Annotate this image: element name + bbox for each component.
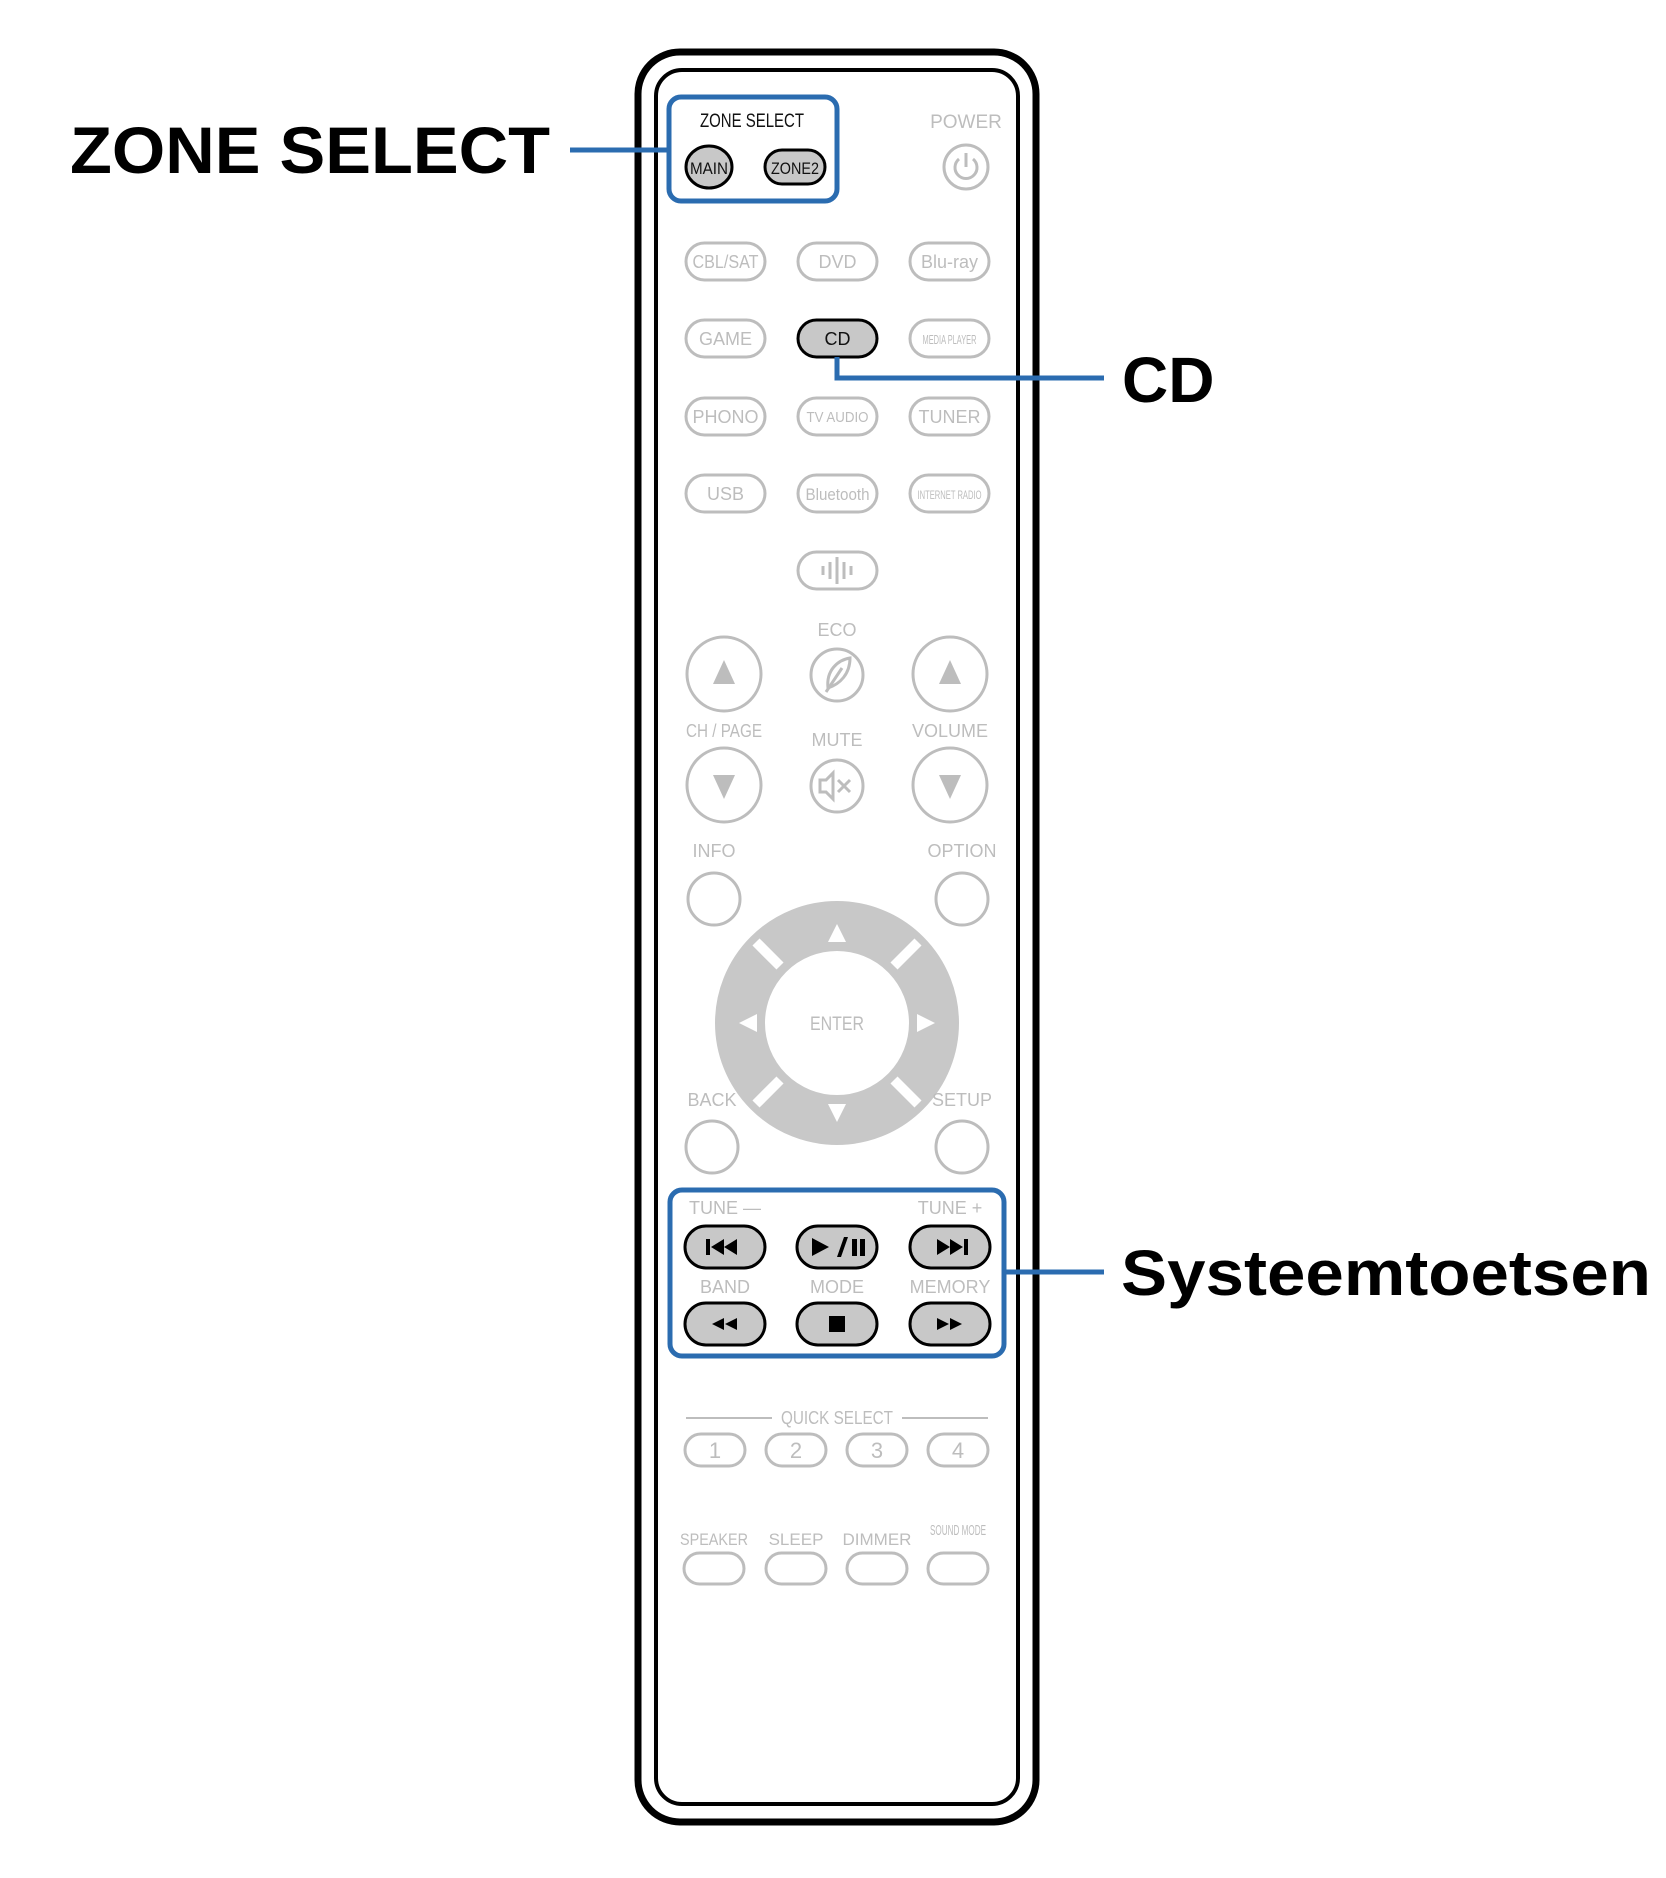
mode-label: MODE bbox=[810, 1277, 864, 1297]
quick-select-button-3[interactable] bbox=[845, 1432, 909, 1468]
stop-icon bbox=[829, 1316, 845, 1332]
callout-zone-select: ZONE SELECT bbox=[70, 113, 550, 187]
ch-page-label: CH / PAGE bbox=[686, 721, 762, 741]
source-button-cbl-sat[interactable] bbox=[684, 241, 767, 282]
source-button-label: USB bbox=[707, 484, 744, 504]
skip-forward-icon bbox=[937, 1239, 968, 1255]
quick-select-button-4[interactable] bbox=[926, 1432, 990, 1468]
source-button-media-player[interactable] bbox=[908, 318, 991, 359]
play-pause-icon bbox=[812, 1237, 865, 1257]
quick-select-button-label: 1 bbox=[709, 1438, 721, 1463]
mute-icon bbox=[818, 769, 852, 803]
back-label: BACK bbox=[687, 1090, 736, 1110]
source-button-label: CD bbox=[825, 329, 851, 349]
sleep-button[interactable] bbox=[764, 1551, 828, 1586]
down-triangle-icon bbox=[939, 775, 961, 799]
power-label: POWER bbox=[930, 112, 1002, 133]
source-button-phono[interactable] bbox=[684, 396, 767, 437]
source-button-blu-ray[interactable] bbox=[908, 241, 991, 282]
source-button-label: INTERNET RADIO bbox=[918, 488, 982, 502]
up-triangle-icon bbox=[713, 660, 735, 684]
source-button-label: DVD bbox=[818, 252, 856, 272]
speaker-label: SPEAKER bbox=[680, 1530, 748, 1549]
option-label: OPTION bbox=[927, 841, 996, 861]
down-triangle-icon bbox=[713, 775, 735, 799]
tune-minus-label: TUNE — bbox=[689, 1198, 761, 1218]
setup-button[interactable] bbox=[934, 1119, 990, 1175]
source-button-label: TUNER bbox=[919, 407, 981, 427]
band-label: BAND bbox=[700, 1277, 750, 1297]
dimmer-button[interactable] bbox=[845, 1551, 909, 1586]
source-buttons: CBL/SAT DVD Blu-ray GAME CD MEDIA PLAYER… bbox=[684, 241, 991, 514]
option-button[interactable] bbox=[934, 871, 990, 927]
skip-back-icon bbox=[706, 1239, 737, 1255]
cursor-left-button[interactable] bbox=[739, 1014, 757, 1032]
source-button-label: PHONO bbox=[692, 407, 758, 427]
play-pause-button[interactable] bbox=[795, 1224, 879, 1270]
sound-mode-label: SOUND MODE bbox=[930, 1522, 986, 1539]
source-button-usb[interactable] bbox=[684, 473, 767, 514]
back-button[interactable] bbox=[684, 1119, 740, 1175]
quick-select-button-label: 3 bbox=[871, 1438, 883, 1463]
source-button-tv-audio[interactable] bbox=[796, 396, 879, 437]
quick-select-label: QUICK SELECT bbox=[781, 1408, 893, 1428]
sleep-label: SLEEP bbox=[769, 1530, 824, 1549]
eco-label: ECO bbox=[817, 620, 856, 640]
info-button[interactable] bbox=[686, 871, 742, 927]
waveform-icon bbox=[821, 557, 853, 584]
cursor-down-button[interactable] bbox=[828, 1104, 846, 1122]
cursor-right-button[interactable] bbox=[917, 1014, 935, 1032]
enter-button[interactable] bbox=[793, 979, 881, 1067]
source-button-label: GAME bbox=[699, 329, 752, 349]
source-button-game[interactable] bbox=[684, 318, 767, 359]
zone2-button[interactable] bbox=[763, 148, 827, 186]
speaker-button[interactable] bbox=[682, 1551, 746, 1586]
rewind-icon bbox=[712, 1318, 737, 1330]
source-button-dvd[interactable] bbox=[796, 241, 879, 282]
source-button-internet-radio[interactable] bbox=[908, 473, 991, 514]
source-button-label: Bluetooth bbox=[806, 485, 870, 504]
callout-cd: CD bbox=[1122, 344, 1214, 416]
mute-button[interactable] bbox=[809, 758, 865, 814]
quick-select-button-2[interactable] bbox=[764, 1432, 828, 1468]
up-triangle-icon bbox=[939, 660, 961, 684]
source-button-tuner[interactable] bbox=[908, 396, 991, 437]
source-button-label: Blu-ray bbox=[921, 252, 978, 272]
enter-label: ENTER bbox=[810, 1014, 864, 1035]
cd-leader bbox=[834, 357, 1104, 381]
callout-system-keys: Systeemtoetsen bbox=[1121, 1237, 1651, 1309]
source-button-bluetooth[interactable] bbox=[796, 473, 879, 514]
source-button-label: CBL/SAT bbox=[693, 252, 759, 272]
main-zone-button-label: MAIN bbox=[690, 159, 728, 178]
cursor-up-button[interactable] bbox=[828, 924, 846, 942]
power-icon bbox=[953, 153, 979, 180]
info-label: INFO bbox=[693, 841, 736, 861]
volume-label: VOLUME bbox=[912, 721, 988, 741]
memory-label: MEMORY bbox=[910, 1277, 991, 1297]
leaf-icon bbox=[824, 656, 852, 693]
mute-label: MUTE bbox=[812, 730, 863, 750]
setup-label: SETUP bbox=[932, 1090, 992, 1110]
tune-plus-label: TUNE + bbox=[918, 1198, 983, 1218]
cursor-pad: ENTER bbox=[715, 901, 959, 1145]
zone2-button-label: ZONE2 bbox=[771, 159, 819, 178]
main-zone-button[interactable] bbox=[684, 144, 734, 190]
dimmer-label: DIMMER bbox=[843, 1530, 912, 1549]
zone-select-remote-label: ZONE SELECT bbox=[700, 111, 804, 132]
sound-mode-button[interactable] bbox=[926, 1551, 990, 1586]
quick-select-button-1[interactable] bbox=[683, 1432, 747, 1468]
source-button-label: TV AUDIO bbox=[807, 409, 869, 426]
quick-select-button-label: 4 bbox=[952, 1438, 964, 1463]
quick-select-button-label: 2 bbox=[790, 1438, 802, 1463]
source-button-label: MEDIA PLAYER bbox=[923, 332, 977, 347]
fast-forward-icon bbox=[937, 1318, 962, 1330]
